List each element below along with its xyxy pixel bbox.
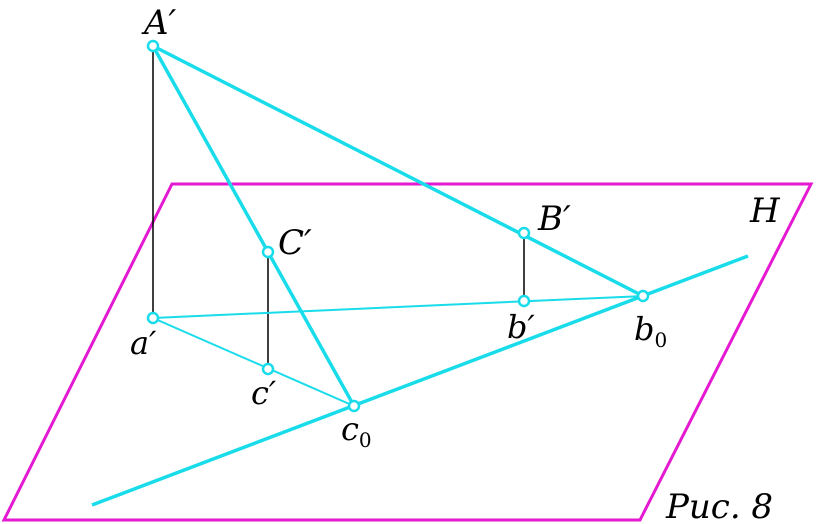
label-a-prime: a′	[130, 324, 157, 362]
label-c0-subscript: 0	[359, 428, 372, 452]
point-c0	[347, 399, 361, 413]
label-c0: c0	[341, 410, 372, 452]
label-A-prime: A′	[141, 3, 177, 43]
label-c0-base: c	[341, 410, 359, 448]
label-B-prime: B′	[537, 199, 571, 239]
figure-caption: Рис. 8	[665, 487, 773, 524]
plane-h-outline	[1, 182, 814, 522]
point-B-prime	[517, 226, 531, 240]
label-b0-subscript: 0	[654, 328, 667, 352]
point-b0	[636, 289, 650, 303]
label-b-prime: b′	[507, 308, 535, 346]
point-C-prime	[261, 245, 275, 259]
line-a-prime-b0	[152, 295, 644, 319]
line-A-prime-b0	[152, 44, 644, 298]
label-b0-base: b	[634, 310, 654, 348]
point-a-prime	[146, 311, 160, 325]
line-a-prime-c0	[152, 317, 355, 407]
label-c-prime: c′	[251, 374, 277, 412]
label-C-prime: C′	[278, 223, 312, 263]
label-b0: b0	[634, 310, 667, 352]
point-c-prime	[261, 362, 275, 376]
point-b-prime	[517, 294, 531, 308]
line-A-prime-c0	[151, 45, 356, 407]
trace-line-c0-b0	[91, 254, 749, 507]
label-plane-h: H	[749, 191, 781, 231]
point-A-prime	[146, 39, 160, 53]
